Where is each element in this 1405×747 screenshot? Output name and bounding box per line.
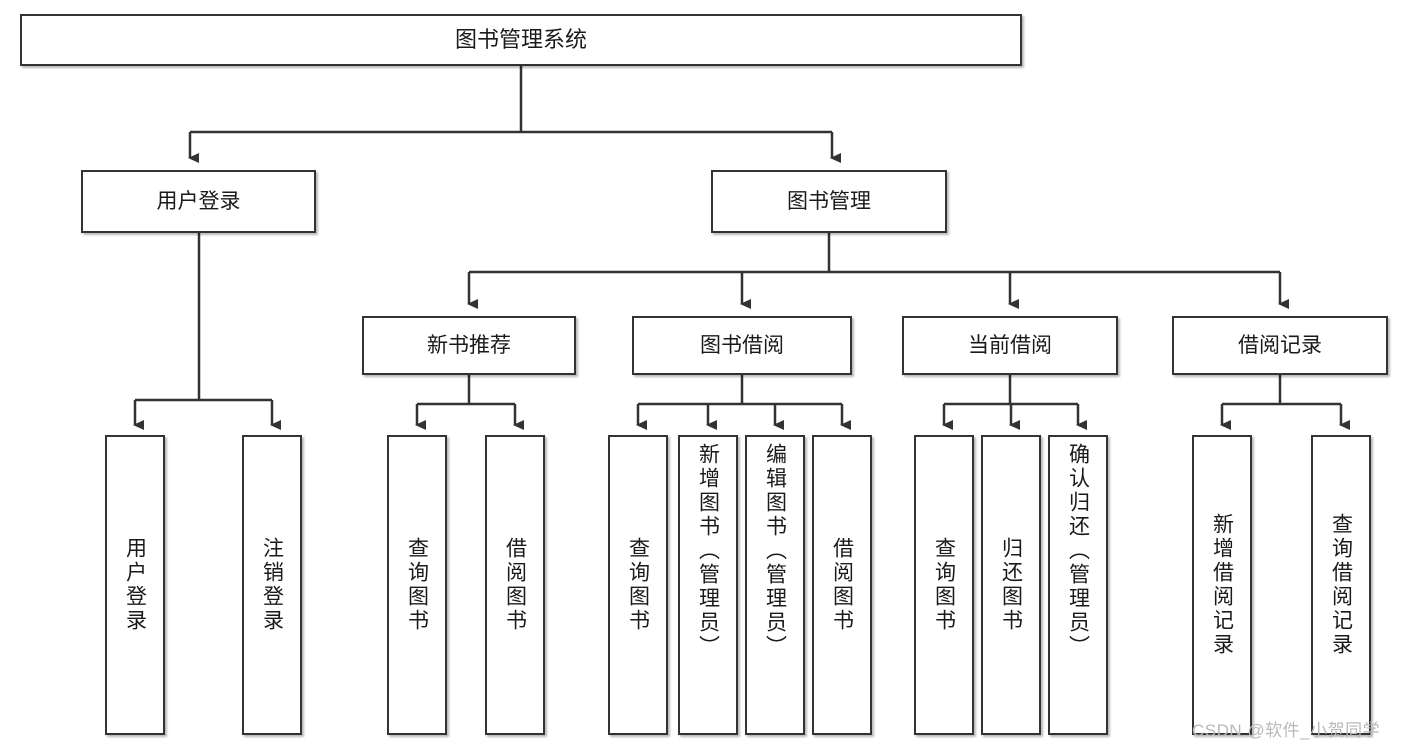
node-borrow-record[interactable]: 借阅记录 [1172, 316, 1388, 375]
leaf-logout[interactable]: 注销登录 [242, 435, 302, 735]
leaf-logout-label: 注销登录 [260, 537, 284, 633]
node-user-login[interactable]: 用户登录 [81, 170, 316, 233]
node-book-borrow[interactable]: 图书借阅 [632, 316, 852, 375]
node-root[interactable]: 图书管理系统 [20, 14, 1022, 66]
leaf-query-book-2-label: 查询图书 [626, 537, 650, 633]
leaf-add-record-label: 新增借阅记录 [1210, 513, 1234, 657]
leaf-return-book-label: 归还图书 [999, 537, 1023, 633]
leaf-user-login-label: 用户登录 [123, 537, 147, 633]
leaf-query-record-label: 查询借阅记录 [1329, 513, 1353, 657]
node-book-borrow-label: 图书借阅 [700, 333, 784, 357]
leaf-query-book-3-label: 查询图书 [932, 537, 956, 633]
leaf-edit-book-label: 编辑图书（管理员） [763, 443, 787, 659]
leaf-confirm-return-label: 确认归还（管理员） [1066, 443, 1090, 659]
leaf-query-book-1-label: 查询图书 [405, 537, 429, 633]
node-user-login-label: 用户登录 [156, 189, 241, 213]
leaf-query-book-3[interactable]: 查询图书 [914, 435, 974, 735]
node-borrow-record-label: 借阅记录 [1238, 333, 1322, 357]
leaf-borrow-book-2[interactable]: 借阅图书 [812, 435, 872, 735]
leaf-edit-book[interactable]: 编辑图书（管理员） [745, 435, 805, 735]
leaf-return-book[interactable]: 归还图书 [981, 435, 1041, 735]
leaf-query-record[interactable]: 查询借阅记录 [1311, 435, 1371, 735]
node-book-manage[interactable]: 图书管理 [711, 170, 947, 233]
node-root-label: 图书管理系统 [454, 26, 587, 52]
node-new-book-rec-label: 新书推荐 [427, 333, 511, 357]
node-current-borrow-label: 当前借阅 [968, 333, 1052, 357]
leaf-add-book[interactable]: 新增图书（管理员） [678, 435, 738, 735]
leaf-query-book-1[interactable]: 查询图书 [387, 435, 447, 735]
leaf-confirm-return[interactable]: 确认归还（管理员） [1048, 435, 1108, 735]
leaf-add-record[interactable]: 新增借阅记录 [1192, 435, 1252, 735]
leaf-user-login[interactable]: 用户登录 [105, 435, 165, 735]
leaf-borrow-book-1[interactable]: 借阅图书 [485, 435, 545, 735]
node-current-borrow[interactable]: 当前借阅 [902, 316, 1118, 375]
leaf-query-book-2[interactable]: 查询图书 [608, 435, 668, 735]
leaf-borrow-book-2-label: 借阅图书 [830, 537, 854, 633]
node-new-book-rec[interactable]: 新书推荐 [362, 316, 576, 375]
leaf-borrow-book-1-label: 借阅图书 [503, 537, 527, 633]
leaf-add-book-label: 新增图书（管理员） [696, 443, 720, 659]
node-book-manage-label: 图书管理 [787, 189, 871, 213]
watermark: CSDN @软件_小贺同学 [1192, 721, 1381, 740]
